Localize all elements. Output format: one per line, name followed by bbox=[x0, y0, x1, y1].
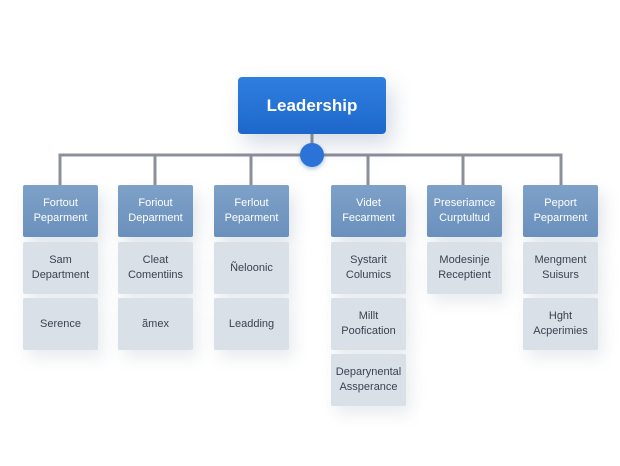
department-item-line: Assperance bbox=[339, 381, 398, 393]
department-item-line: Receptient bbox=[438, 269, 491, 281]
department-head-line: Peparment bbox=[533, 212, 588, 224]
department-item-line: Systarit bbox=[350, 254, 387, 266]
leadership-box: Leadership bbox=[238, 77, 386, 134]
department-item: Millt Poofication bbox=[331, 298, 406, 350]
department-item-line: Comentiins bbox=[127, 269, 184, 281]
department-item-line: Modesinje bbox=[439, 254, 490, 266]
department-item-line: Mengment bbox=[534, 254, 587, 266]
department-head-4: Videt Fecarment bbox=[331, 185, 406, 237]
department-head-line: Peport bbox=[544, 197, 577, 209]
department-item-line: ãmex bbox=[142, 317, 169, 330]
department-item-line: Poofication bbox=[341, 325, 396, 337]
department-head-line: Curptultud bbox=[439, 212, 490, 224]
department-item: Serence bbox=[23, 298, 98, 350]
department-item-line: Department bbox=[31, 269, 90, 281]
department-head-line: Foriout bbox=[138, 197, 173, 209]
department-item-line: Ñeloonic bbox=[230, 261, 273, 274]
department-head-line: Preseriamce bbox=[433, 197, 496, 209]
department-head-line: Peparment bbox=[224, 212, 279, 224]
department-item-line: Serence bbox=[40, 317, 81, 330]
department-head-line: Ferlout bbox=[234, 197, 269, 209]
department-item-line: Acperimies bbox=[533, 325, 588, 337]
hub-node bbox=[300, 143, 324, 167]
department-item-line: Deparynental bbox=[335, 366, 402, 378]
leadership-label: Leadership bbox=[266, 95, 358, 115]
department-item: Deparynental Assperance bbox=[331, 354, 406, 406]
department-item: Hght Acperimies bbox=[523, 298, 598, 350]
department-item: Modesinje Receptient bbox=[427, 242, 502, 294]
department-item: Leadding bbox=[214, 298, 289, 350]
department-item-line: Cleat bbox=[142, 254, 169, 266]
department-head-3: Ferlout Peparment bbox=[214, 185, 289, 237]
department-head-line: Fecarment bbox=[342, 212, 395, 224]
department-item-line: Millt bbox=[358, 310, 379, 322]
department-head-line: Peparment bbox=[33, 212, 88, 224]
department-head-2: Foriout Deparment bbox=[118, 185, 193, 237]
department-item: Cleat Comentiins bbox=[118, 242, 193, 294]
department-item-line: Columics bbox=[345, 269, 392, 281]
department-head-line: Deparment bbox=[128, 212, 183, 224]
department-item-line: Leadding bbox=[228, 317, 275, 330]
department-item: ãmex bbox=[118, 298, 193, 350]
department-head-6: Peport Peparment bbox=[523, 185, 598, 237]
department-item-line: Sam bbox=[49, 254, 72, 266]
department-head-line: Fortout bbox=[43, 197, 78, 209]
department-item: Mengment Suisurs bbox=[523, 242, 598, 294]
department-item: Systarit Columics bbox=[331, 242, 406, 294]
department-head-line: Videt bbox=[356, 197, 381, 209]
department-head-1: Fortout Peparment bbox=[23, 185, 98, 237]
department-item: Sam Department bbox=[23, 242, 98, 294]
department-item-line: Suisurs bbox=[542, 269, 579, 281]
department-item: Ñeloonic bbox=[214, 242, 289, 294]
department-item-line: Hght bbox=[548, 310, 573, 322]
department-head-5: Preseriamce Curptultud bbox=[427, 185, 502, 237]
